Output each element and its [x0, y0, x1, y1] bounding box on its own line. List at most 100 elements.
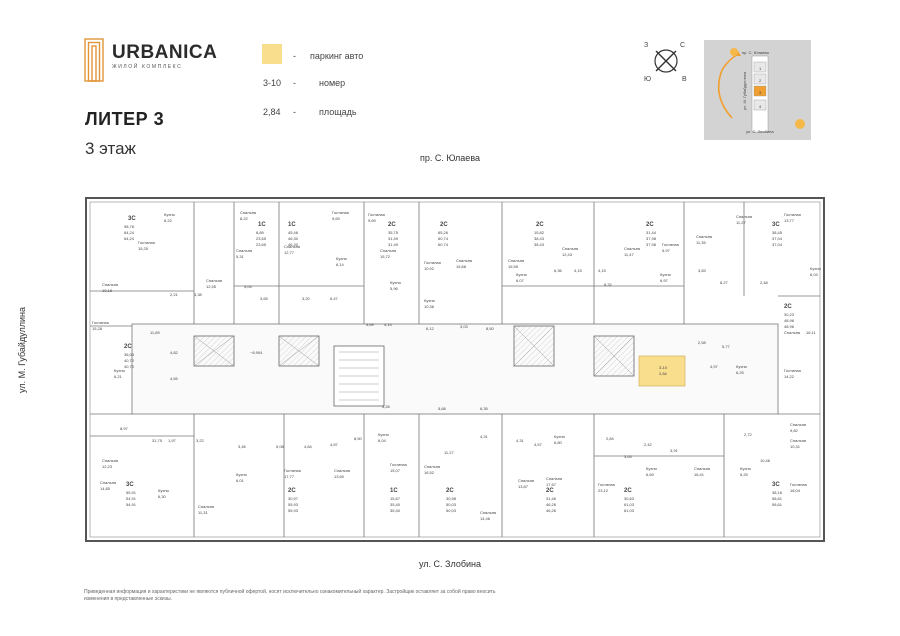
svg-text:6,47: 6,47 — [330, 296, 339, 301]
svg-text:Кухня: Кухня — [810, 266, 821, 271]
svg-text:30,23: 30,23 — [784, 312, 795, 317]
svg-text:Кухня: Кухня — [390, 280, 401, 285]
svg-text:30,97: 30,97 — [288, 496, 299, 501]
svg-text:2: 2 — [759, 78, 762, 83]
svg-text:6,25: 6,25 — [740, 472, 749, 477]
apartment-bottom-7[interactable]: 3С 38,16 58,61 58,61 Спальня 9,82 Спальн… — [740, 422, 807, 507]
svg-text:Гостиная: Гостиная — [598, 482, 615, 487]
apartment-top-7[interactable]: 2С 31,44 37,98 37,98 Спальня 11,47 Кухня… — [598, 222, 679, 287]
svg-text:15,68: 15,68 — [456, 264, 467, 269]
svg-text:55,91: 55,91 — [126, 490, 137, 495]
svg-text:54,91: 54,91 — [126, 502, 137, 507]
svg-text:Кухня: Кухня — [740, 466, 751, 471]
svg-text:Спальня: Спальня — [334, 468, 350, 473]
svg-text:3С: 3С — [126, 482, 134, 488]
svg-text:46,26: 46,26 — [546, 508, 557, 513]
legend-parking-label: паркинг авто — [310, 51, 364, 61]
svg-text:46,30: 46,30 — [288, 242, 299, 247]
svg-text:2С: 2С — [388, 222, 396, 228]
compass-letter: Ю — [644, 76, 651, 83]
svg-text:Гостиная: Гостиная — [662, 242, 679, 247]
svg-text:8,27: 8,27 — [720, 280, 729, 285]
svg-text:14,85: 14,85 — [100, 486, 111, 491]
svg-text:Спальня: Спальня — [546, 476, 562, 481]
apartment-top-6[interactable]: 2С 15,82 38,43 38,43 Спальня 15,55 Кухня… — [508, 222, 583, 283]
svg-text:11,47: 11,47 — [624, 252, 634, 257]
svg-text:2,72: 2,72 — [744, 432, 753, 437]
svg-text:6,69: 6,69 — [646, 472, 655, 477]
svg-text:4,04: 4,04 — [244, 284, 253, 289]
svg-text:46,30: 46,30 — [288, 236, 299, 241]
svg-text:12,55: 12,55 — [206, 284, 217, 289]
svg-text:58,61: 58,61 — [772, 496, 783, 501]
apartment-top-3[interactable]: 1С 45,46 46,30 46,30 Гостиная 9,69 Спаль… — [284, 210, 349, 301]
svg-text:35,75: 35,75 — [388, 230, 399, 235]
svg-text:4,31: 4,31 — [516, 438, 525, 443]
svg-text:пр. С. Юлаева: пр. С. Юлаева — [742, 50, 769, 55]
svg-text:46,26: 46,26 — [546, 502, 557, 507]
svg-text:Кухня: Кухня — [336, 256, 347, 261]
compass-letter: З — [644, 42, 648, 49]
svg-text:12,43: 12,43 — [562, 252, 573, 257]
svg-text:15,07: 15,07 — [390, 468, 401, 473]
apartment-right[interactable]: 2С 30,23 48,96 48,96 Спальня 16,11 Кухня… — [698, 304, 816, 379]
svg-text:Спальня: Спальня — [736, 214, 752, 219]
svg-text:11,27: 11,27 — [736, 220, 746, 225]
apartment-bottom-3[interactable]: 1С 15,67 35,40 35,40 Кухня 6,04 Гостиная… — [354, 404, 407, 513]
svg-text:9,82: 9,82 — [790, 428, 799, 433]
svg-text:Кухня: Кухня — [114, 368, 125, 373]
svg-text:3С: 3С — [772, 482, 780, 488]
apartment-bottom-6[interactable]: 2С 30,63 61,03 61,03 Кухня 6,69 Гостиная… — [598, 436, 710, 513]
svg-text:Спальня: Спальня — [102, 282, 118, 287]
svg-text:54,91: 54,91 — [126, 496, 137, 501]
apartment-top-2[interactable]: 1С 8,89 23,65 23,65 Спальня 8,22 Спальня… — [236, 210, 269, 301]
svg-text:3,03: 3,03 — [460, 324, 469, 329]
svg-text:5,97: 5,97 — [662, 248, 671, 253]
apartment-top-4[interactable]: 2С 35,75 31,49 31,49 Гостиная 9,69 Спаль… — [368, 212, 401, 291]
svg-text:Спальня: Спальня — [198, 504, 214, 509]
svg-text:Спальня: Спальня — [696, 234, 712, 239]
svg-text:2,84: 2,84 — [606, 436, 615, 441]
svg-text:4,87: 4,87 — [330, 442, 339, 447]
apartment-bottom-1[interactable]: 3С 55,91 54,91 54,91 Спальня 12,23 Спаль… — [100, 426, 214, 515]
svg-text:4,14: 4,14 — [384, 322, 393, 327]
legend-parking-swatch — [262, 44, 282, 64]
svg-text:Спальня: Спальня — [790, 438, 806, 443]
svg-text:2С: 2С — [446, 488, 454, 494]
svg-text:Кухня: Кухня — [164, 212, 175, 217]
apartment-top-1[interactable]: 3С 98,78 64,24 64,24 Кухня 6,22 Гостиная… — [102, 212, 222, 297]
svg-text:5,08: 5,08 — [276, 444, 285, 449]
apartment-top-8[interactable]: Спальня 11,35 Спальня 11,27 3,83 8,27 2,… — [696, 214, 769, 285]
svg-text:Спальня: Спальня — [624, 246, 640, 251]
svg-text:11,27: 11,27 — [444, 450, 454, 455]
svg-text:2,58: 2,58 — [698, 340, 707, 345]
svg-text:8,50: 8,50 — [486, 326, 495, 331]
svg-text:Кухня: Кухня — [378, 432, 389, 437]
svg-text:13,87: 13,87 — [518, 484, 529, 489]
svg-text:Спальня: Спальня — [562, 246, 578, 251]
svg-text:23,65: 23,65 — [256, 236, 267, 241]
svg-text:6,03: 6,03 — [810, 272, 819, 277]
street-left-label: ул. М. Губайдуллина — [17, 307, 27, 393]
svg-text:3: 3 — [759, 90, 762, 95]
apartment-bottom-4[interactable]: 2С 30,98 50,03 50,03 Спальня 16,52 Спаль… — [424, 406, 496, 521]
svg-text:31,49: 31,49 — [388, 236, 399, 241]
apartment-left[interactable]: 2С 36,03 40,70 40,70 Гостиная 15,28 Кухн… — [92, 320, 263, 381]
svg-text:60,74: 60,74 — [438, 242, 449, 247]
svg-text:5,31: 5,31 — [236, 254, 245, 259]
svg-text:50,03: 50,03 — [446, 508, 457, 513]
parking-spot-highlight[interactable] — [638, 355, 686, 387]
svg-text:31,46: 31,46 — [546, 496, 557, 501]
apartment-top-9[interactable]: 3С 38,45 37,04 37,04 Гостиная 13,77 Кухн… — [772, 212, 821, 277]
brand-name: URBANICA — [112, 42, 218, 63]
svg-text:64,24: 64,24 — [124, 236, 135, 241]
apartment-bottom-5[interactable]: 2С 31,46 46,26 46,26 Кухня 6,80 Спальня … — [480, 406, 565, 513]
apartment-top-5[interactable]: 2С 65,26 60,74 60,74 Гостиная 10,92 Спал… — [366, 222, 495, 331]
apartment-bottom-2[interactable]: 2С 30,97 55,93 55,93 Кухня 6,01 Гостиная… — [236, 442, 350, 513]
svg-text:14,22: 14,22 — [784, 374, 795, 379]
svg-text:3,22: 3,22 — [196, 438, 205, 443]
svg-text:8,50: 8,50 — [354, 436, 363, 441]
svg-text:40,70: 40,70 — [124, 364, 135, 369]
disclaimer-text: Приведенная информация и характеристики … — [84, 589, 496, 602]
svg-text:2С: 2С — [536, 222, 544, 228]
